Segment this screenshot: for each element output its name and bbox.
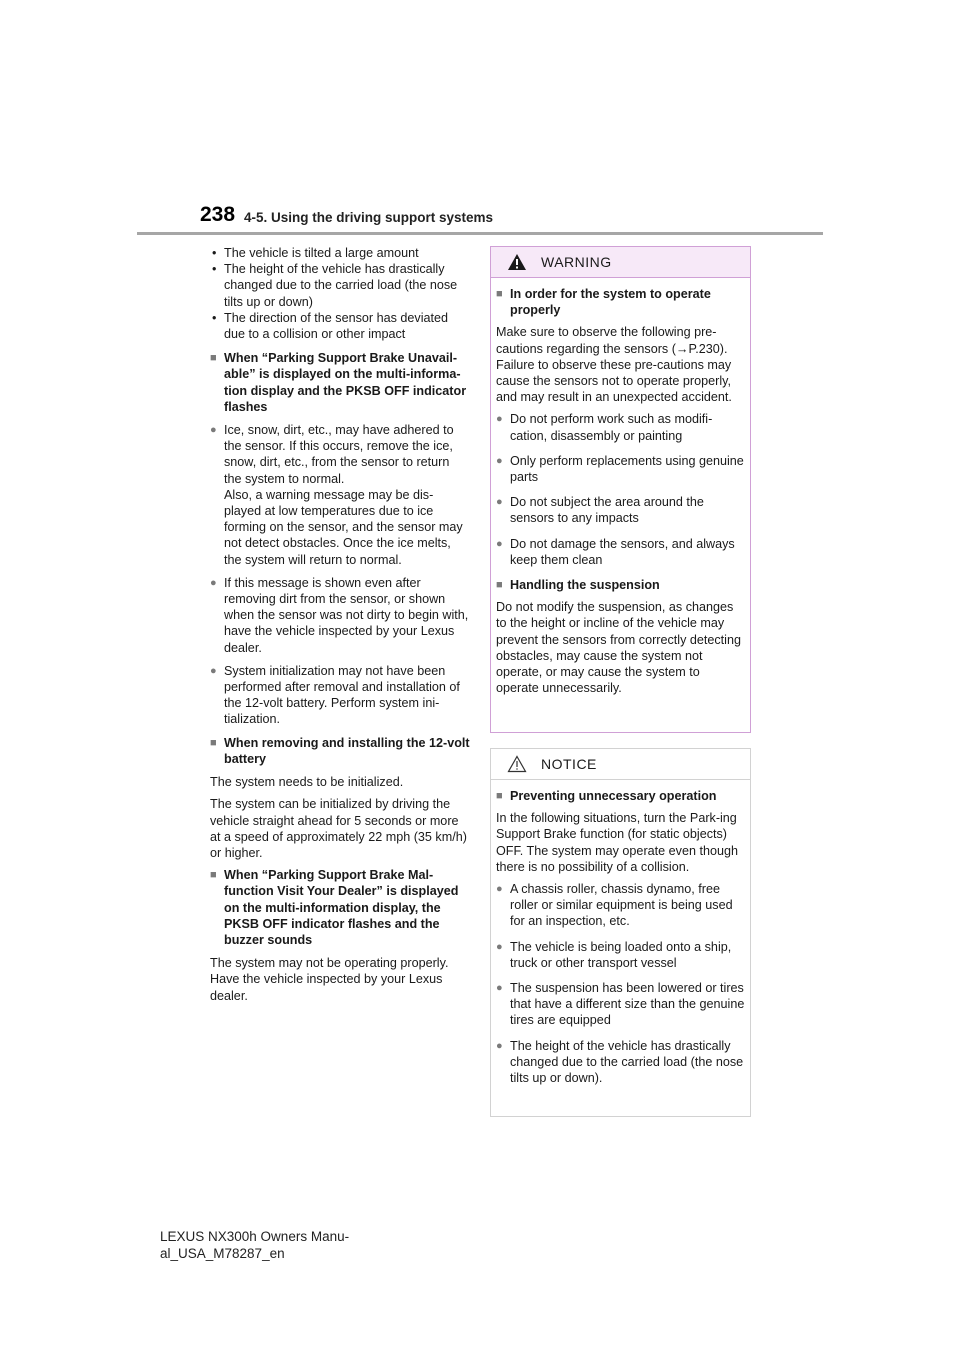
circle-bullet-icon: ●	[496, 454, 503, 467]
condition-list: •The vehicle is tilted a large amount •T…	[210, 245, 470, 342]
battery-paragraph: The system needs to be initialized.	[210, 775, 404, 790]
list-item: ●Only perform replacements using genuine…	[496, 453, 744, 485]
circle-bullet-icon: ●	[496, 496, 503, 509]
square-bullet-icon: ■	[496, 790, 503, 802]
square-bullet-icon: ■	[210, 736, 217, 749]
warning-header: WARNING	[491, 247, 750, 278]
list-item: •The vehicle is tilted a large amount	[212, 246, 419, 260]
circle-bullet-icon: ●	[496, 982, 503, 995]
list-item: ●Do not subject the area around the sens…	[496, 495, 704, 526]
notice-box: NOTICE ■Preventing unnecessary operation…	[490, 748, 751, 1117]
circle-bullet-icon: ●	[496, 940, 503, 953]
header-divider	[137, 232, 823, 235]
notice-header: NOTICE	[491, 749, 750, 780]
list-item: ●System initialization may not have been…	[210, 663, 460, 727]
list-item: ●The suspension has been lowered or tire…	[496, 981, 745, 1028]
square-bullet-icon: ■	[210, 869, 217, 882]
list-item: ●A chassis roller, chassis dynamo, free …	[496, 882, 733, 929]
notice-title: NOTICE	[541, 755, 597, 772]
page-footer: LEXUS NX300h Owners Manu- al_USA_M78287_…	[160, 1228, 460, 1262]
list-item: ●Ice, snow, dirt, etc., may have adhered…	[210, 423, 463, 567]
notice-paragraph: In the following situations, turn the Pa…	[496, 811, 738, 874]
warning-paragraph: Make sure to observe the following pre-c…	[496, 325, 732, 405]
list-item: ●If this message is shown even after rem…	[210, 575, 469, 655]
left-column: •The vehicle is tilted a large amount •T…	[210, 245, 470, 1010]
battery-paragraph: The system can be initialized by driving…	[210, 797, 467, 860]
malfunction-paragraph: The system may not be operating properly…	[210, 956, 449, 1003]
list-item: ●The height of the vehicle has drastical…	[496, 1038, 744, 1086]
list-item: •The height of the vehicle has drastical…	[212, 262, 458, 309]
list-item: •The direction of the sensor has deviate…	[212, 310, 449, 342]
footer-line: al_USA_M78287_en	[160, 1246, 285, 1261]
suspension-heading: ■Handling the suspension	[496, 578, 660, 593]
section-title: 4-5. Using the driving support systems	[244, 210, 494, 225]
warning-triangle-icon	[508, 254, 526, 270]
suspension-paragraph: Do not modify the suspension, as changes…	[496, 600, 741, 696]
circle-bullet-icon: ●	[496, 413, 503, 426]
list-item: ●Do not damage the sensors, and always k…	[496, 536, 735, 567]
circle-bullet-icon: ●	[496, 883, 503, 896]
warning-title: WARNING	[541, 253, 612, 270]
circle-bullet-icon: ●	[496, 537, 503, 550]
list-item: ●The vehicle is being loaded onto a ship…	[496, 939, 732, 970]
circle-bullet-icon: ●	[496, 1039, 503, 1052]
notice-heading: ■Preventing unnecessary operation	[496, 789, 717, 803]
warning-box: WARNING ■In order for the system to oper…	[490, 246, 751, 733]
caution-triangle-icon	[507, 755, 527, 773]
footer-line: LEXUS NX300h Owners Manu-	[160, 1229, 350, 1244]
malfunction-heading: ■When “Parking Support Brake Mal-functio…	[210, 868, 459, 947]
square-bullet-icon: ■	[210, 352, 217, 365]
page-number: 238	[200, 203, 236, 226]
battery-heading: ■When removing and installing the 12-vol…	[210, 735, 470, 766]
circle-bullet-icon: ●	[210, 424, 217, 437]
circle-bullet-icon: ●	[210, 664, 217, 677]
list-item: ●Do not perform work such as modifi-cati…	[496, 412, 713, 443]
circle-bullet-icon: ●	[210, 576, 217, 589]
square-bullet-icon: ■	[496, 288, 503, 300]
unavailable-heading: ■When “Parking Support Brake Unavail-abl…	[210, 351, 467, 414]
square-bullet-icon: ■	[496, 579, 503, 592]
warning-heading: ■In order for the system to operate prop…	[496, 287, 711, 318]
